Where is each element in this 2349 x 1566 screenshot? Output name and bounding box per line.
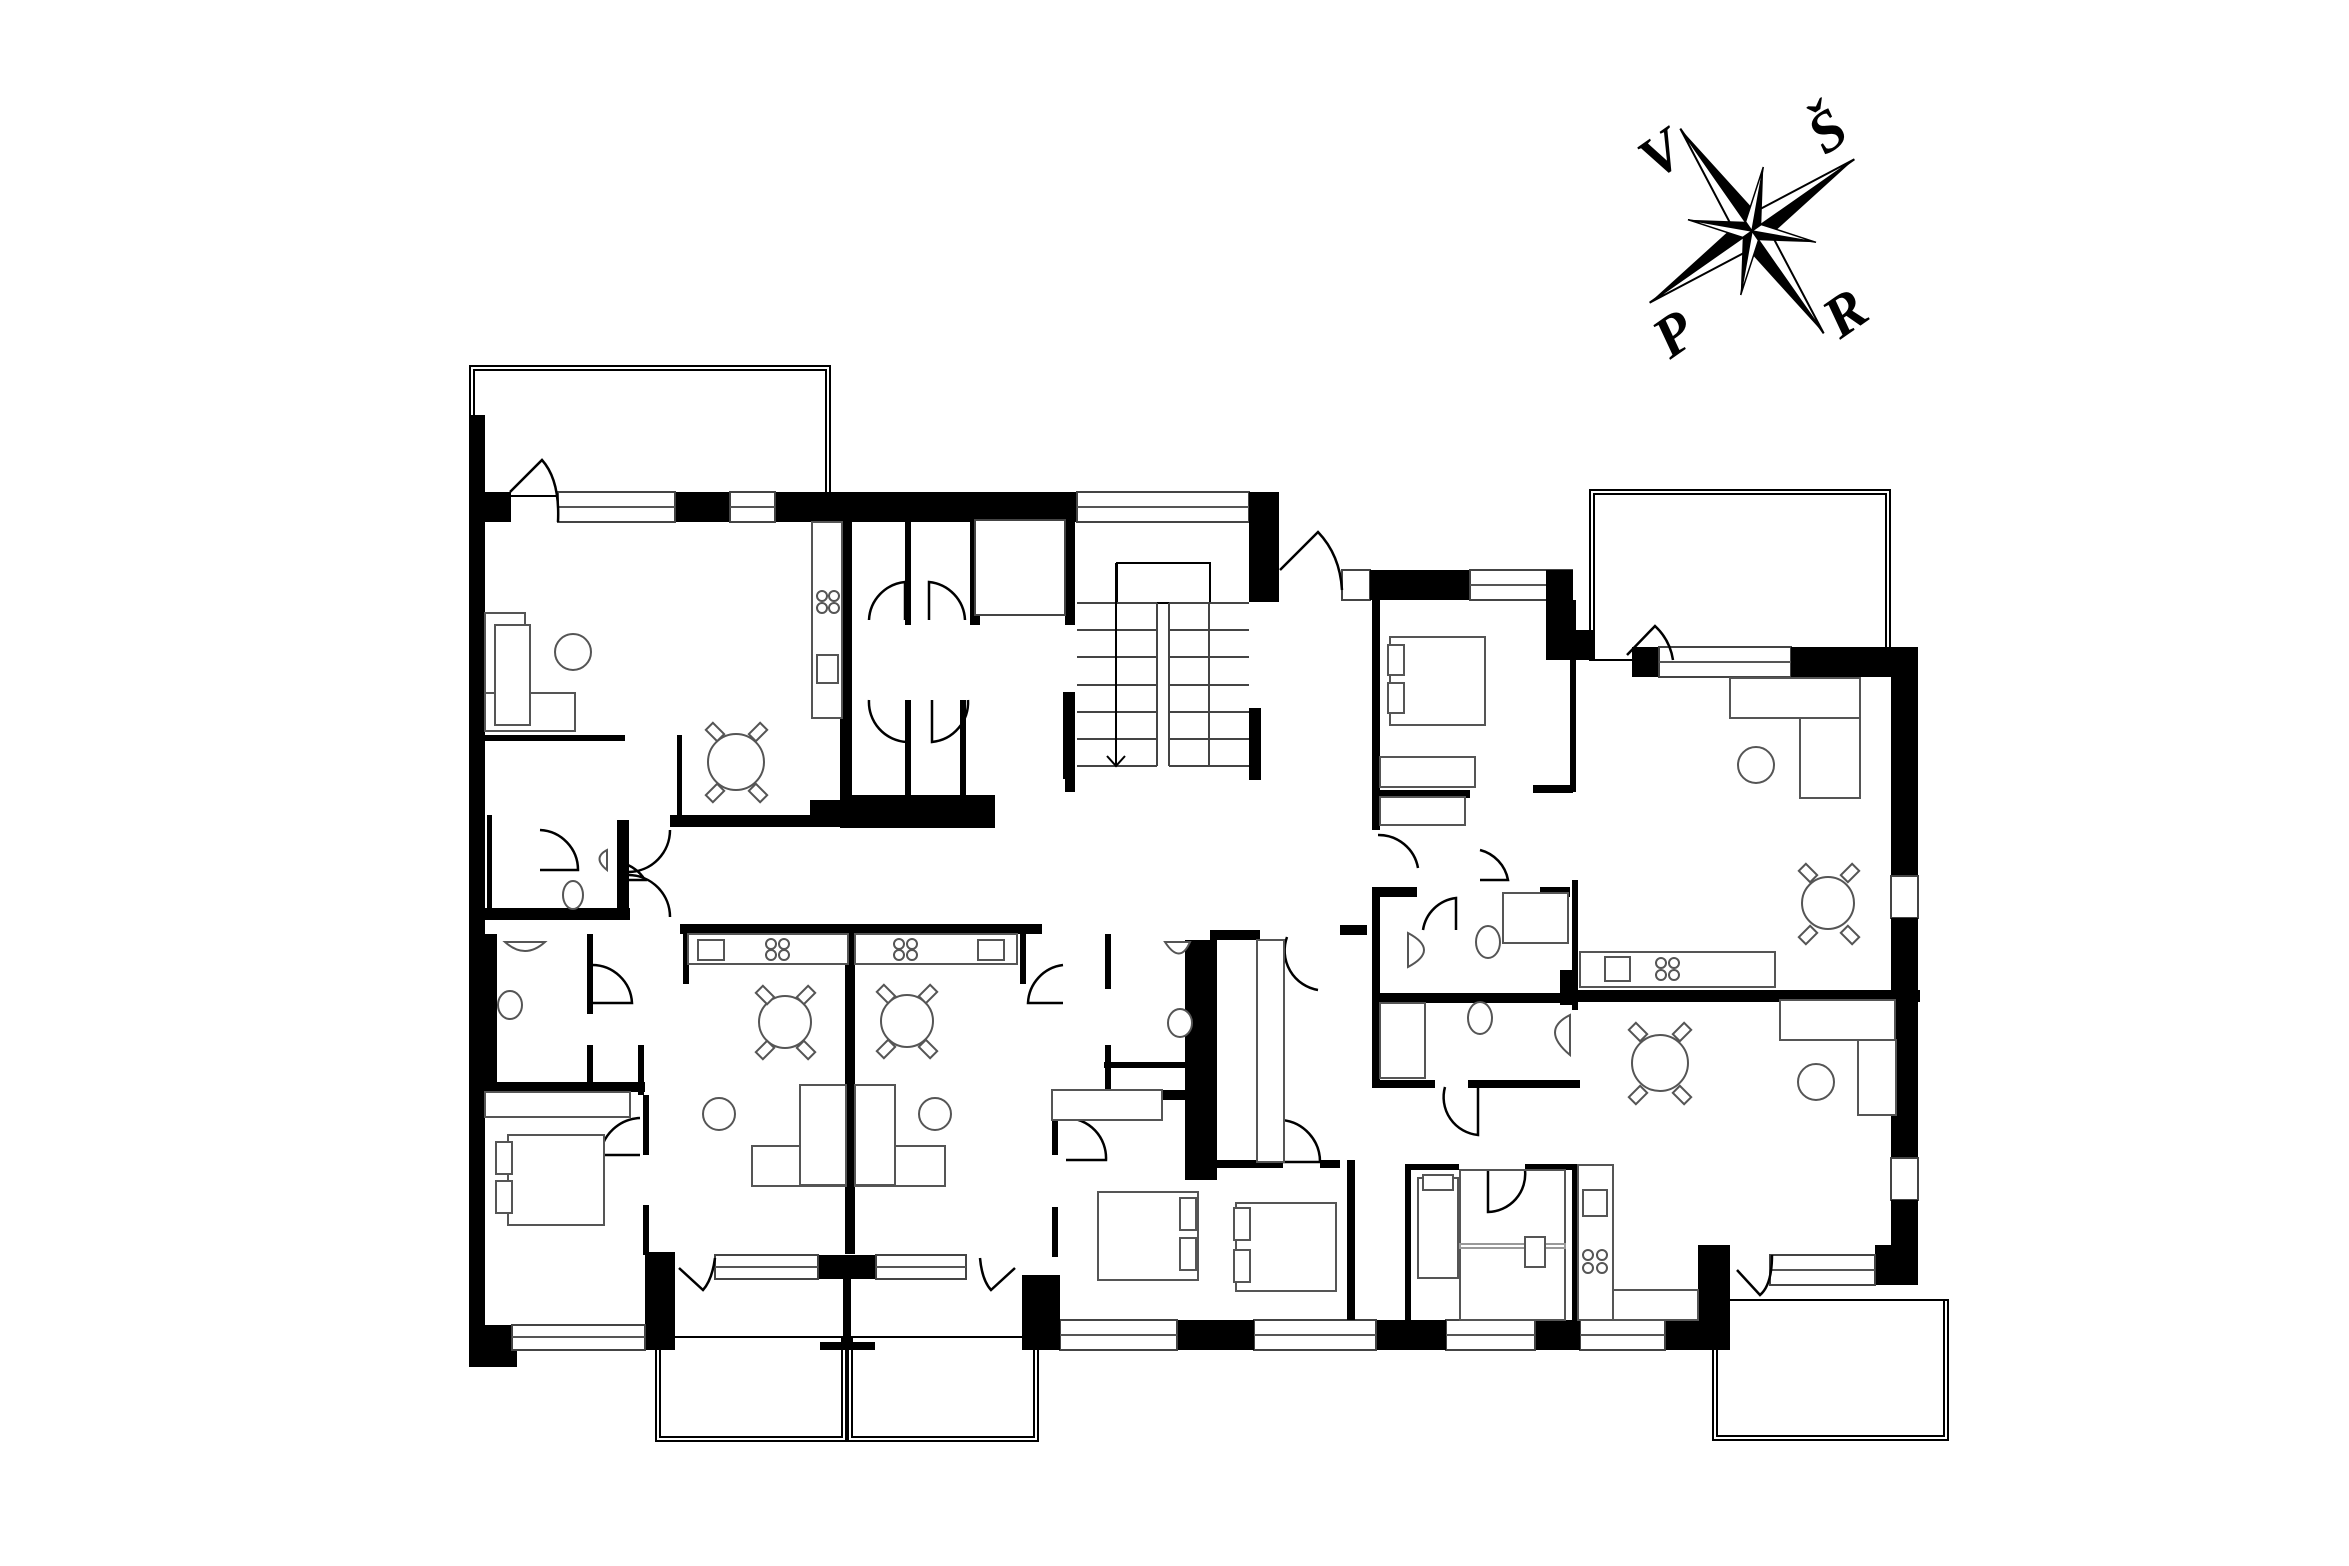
balcony-ne [1589,489,1891,661]
outer-walls [469,415,1919,1367]
compass-rose [1649,128,1855,334]
balcony-s-left [655,1336,847,1442]
stair-down-arrow [1106,755,1126,768]
compass-label-north: Š [1795,95,1859,167]
doors [509,458,1774,1297]
interior-walls [485,519,1920,1324]
balcony-s-right [847,1336,1039,1442]
staircase [1077,562,1249,768]
compass-label-south: P [1639,297,1707,371]
compass-label-east: R [1809,275,1879,351]
furniture [484,521,1897,1321]
compass-label-west: V [1626,113,1699,191]
balcony-se [1712,1299,1949,1441]
